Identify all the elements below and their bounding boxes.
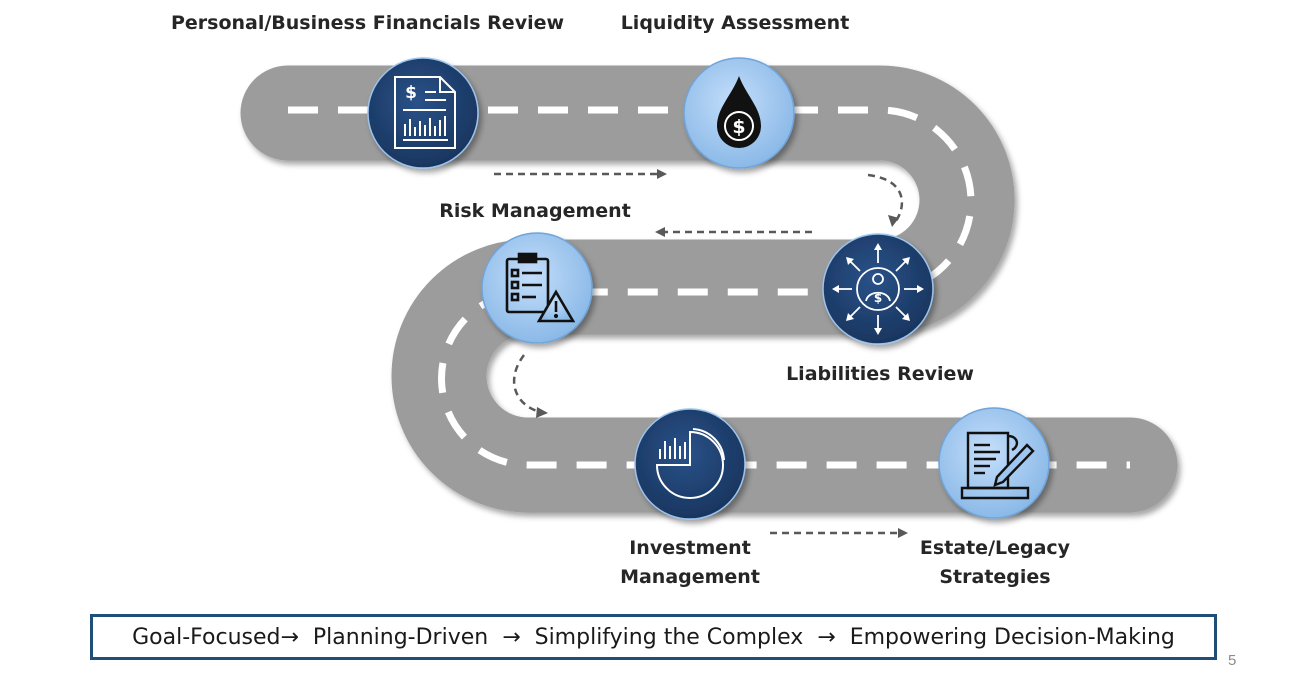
step-label-liabilities: Liabilities Review [786, 363, 974, 385]
step-circle-risk [481, 232, 593, 344]
arrow-head-3 [655, 227, 665, 237]
step-label-estate-line-1: Estate/Legacy [919, 537, 1071, 559]
liquidity-drop-dollar-icon: $ [717, 76, 761, 148]
tagline-box: Goal-Focused→ Planning-Driven → Simplify… [90, 614, 1217, 660]
step-label-investment: Investment Management [590, 534, 790, 592]
clipboard-warning-icon [505, 252, 576, 323]
arrow-head-5 [898, 528, 908, 538]
step-label-investment-line-1: Investment [629, 537, 751, 559]
step-circle-liabilities: $ [822, 233, 934, 345]
svg-text:$: $ [405, 83, 417, 103]
svg-text:$: $ [732, 116, 745, 138]
document-pen-icon [960, 431, 1035, 500]
tagline-text: Goal-Focused→ Planning-Driven → Simplify… [132, 624, 1175, 650]
step-circle-estate [938, 407, 1050, 519]
step-label-investment-line-2: Management [620, 566, 760, 588]
road-center-line [288, 106, 1130, 469]
step-label-liquidity: Liquidity Assessment [620, 12, 850, 34]
financial-report-icon [394, 76, 456, 149]
arrow-head-1 [657, 169, 667, 179]
step-label-estate-line-2: Strategies [939, 566, 1051, 588]
arrow-4 [512, 354, 541, 414]
step-circle-investment [634, 408, 746, 520]
svg-text:$: $ [874, 291, 882, 305]
arrow-heads [536, 169, 908, 538]
pie-chart-bars-icon [655, 428, 725, 499]
page-number: 5 [1228, 652, 1237, 669]
step-label-estate: Estate/Legacy Strategies [895, 534, 1095, 592]
step-label-risk: Risk Management [439, 200, 631, 222]
step-circle-liquidity: $ [683, 57, 795, 169]
step-circle-financials: $ [367, 57, 479, 169]
step-label-financials: Personal/Business Financials Review [170, 12, 565, 34]
arrow-tips [832, 243, 924, 335]
arrow-2 [867, 173, 904, 223]
progress-arrows [494, 172, 904, 535]
arrow-head-2 [888, 215, 899, 227]
arrow-head-4 [536, 407, 548, 418]
